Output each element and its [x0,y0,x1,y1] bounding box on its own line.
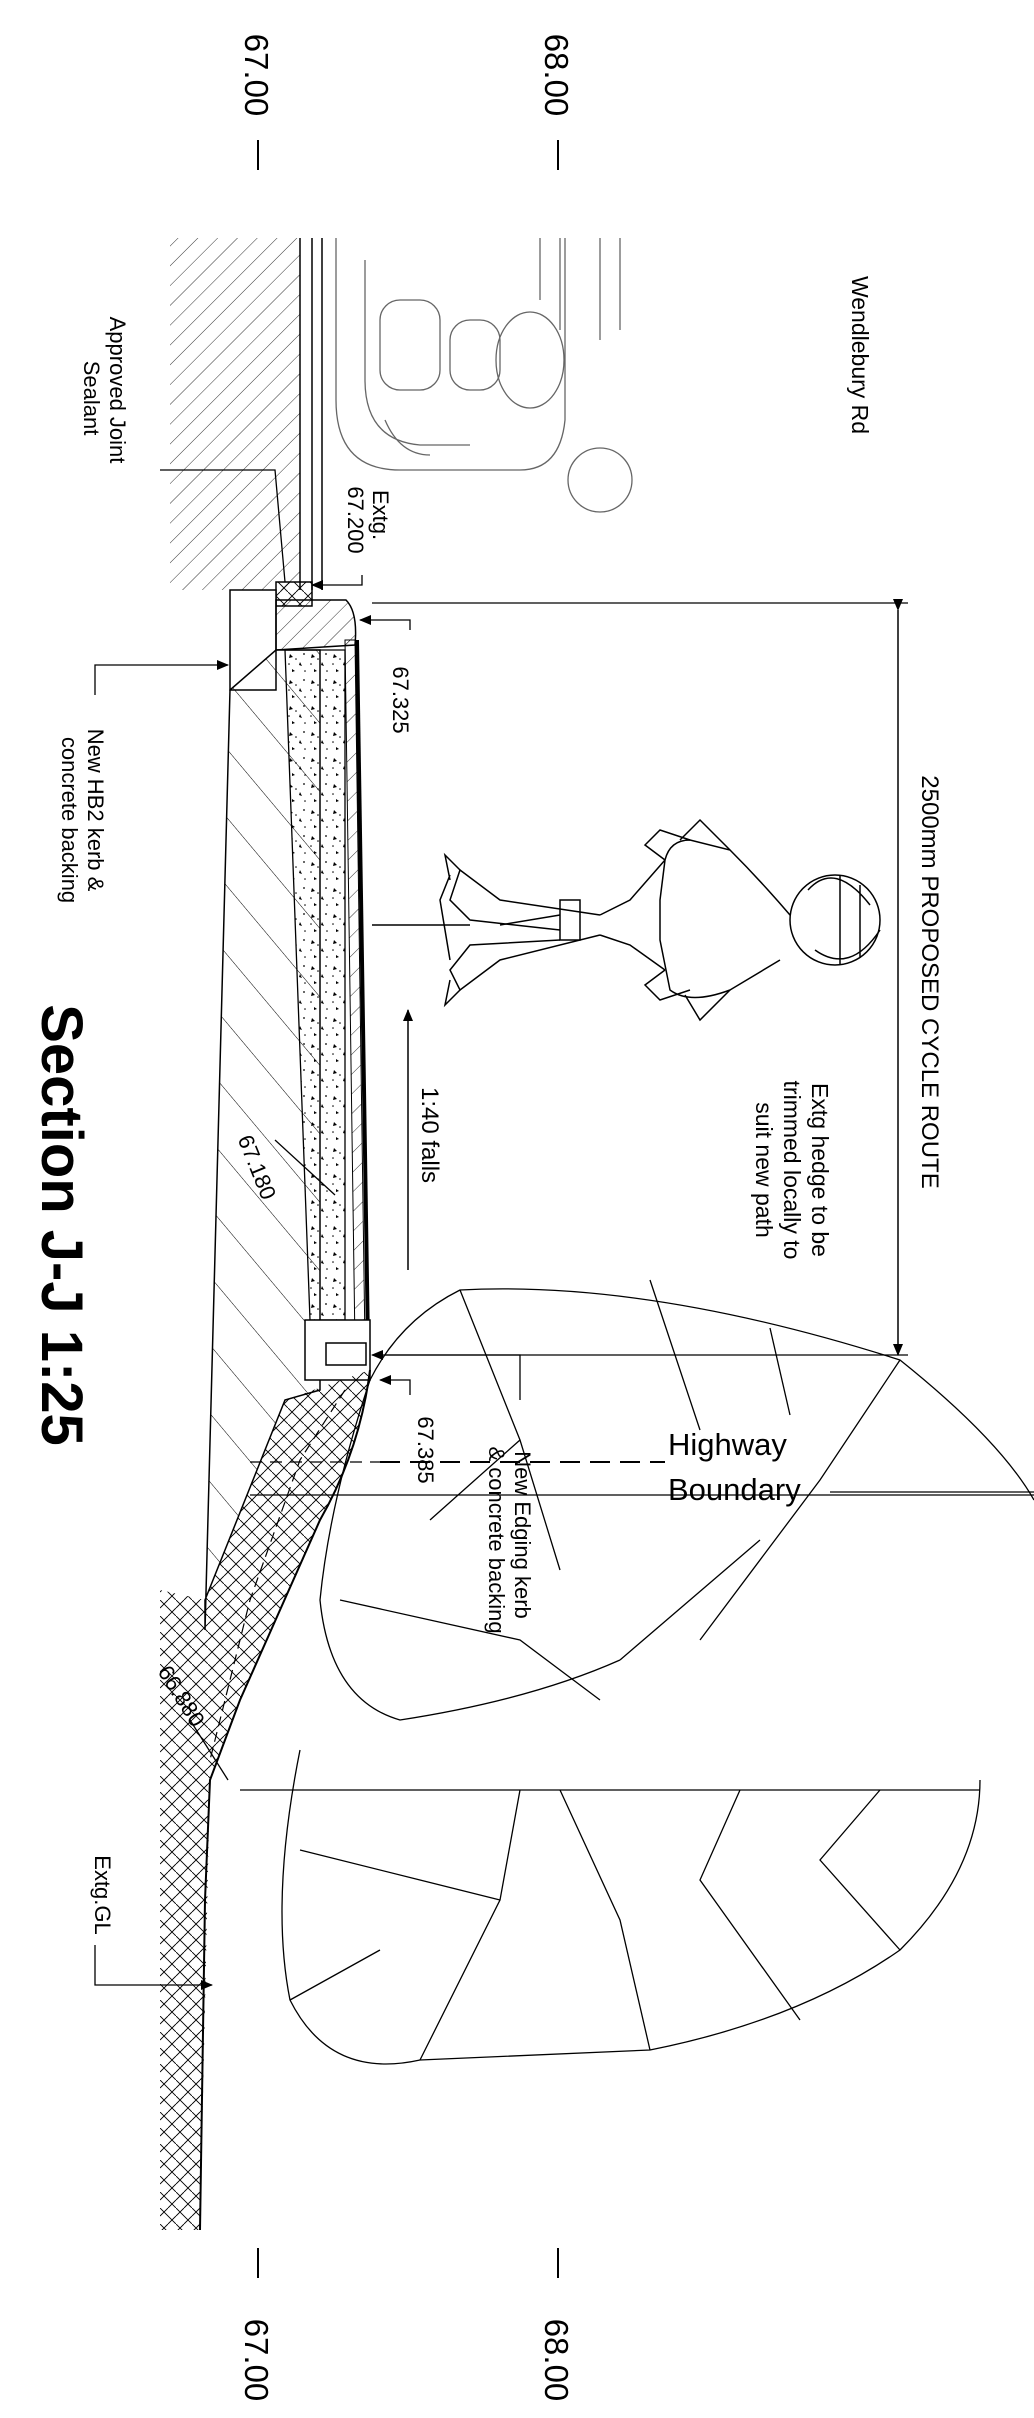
existing-ground-leader [94,1945,213,1990]
highway-boundary-label-2: Boundary [668,1472,801,1507]
spot-level-kerb-top: 67.325 [388,666,413,733]
level-label-67-bottom: 67.00 [238,2319,275,2402]
edging-kerb [325,1342,367,1366]
spot-level-existing-leader [311,575,363,590]
hb2-kerb-leader [94,660,229,695]
car-outline [335,238,633,513]
hb2-kerb [275,599,357,651]
route-dimension-label: 2500mm PROPOSED CYCLE ROUTE [916,775,943,1188]
existing-ground-note: Extg.GL [90,1855,115,1934]
joint-sealant-note-1: Approved Joint [105,317,130,464]
road-subbase-hatch [170,238,300,590]
edging-kerb-note-2: & concrete backing [484,1446,509,1633]
spot-level-path-mid-leader [274,1139,336,1196]
hedge-note-leader [769,1327,791,1416]
highway-boundary-label-1: Highway [668,1427,787,1462]
spot-level-path-edge-leader [379,1375,411,1395]
verge-ground [160,1370,370,2230]
cyclist-figure [372,818,881,1022]
spot-level-path-edge: 67.385 [413,1416,438,1483]
hb2-kerb-note-2: concrete backing [57,737,82,903]
edging-kerb-leader [371,1350,521,1400]
joint-sealant-note-2: Sealant [79,361,104,436]
hedge-note-line-1: Extg hedge to be [807,1083,833,1257]
spot-level-existing-2: 67.200 [343,486,368,553]
level-label-67-top: 67.00 [238,34,275,117]
joint-sealant-leader [160,469,286,583]
hedge-outline [240,1279,1034,2065]
spot-level-toe-leader [189,1719,229,1781]
spot-level-existing-1: Extg. [368,490,393,540]
section-title: Section J-J 1:25 [29,1004,94,1446]
falls-label: 1:40 falls [416,1087,443,1183]
path-surface-course [355,639,370,1346]
hedge-note-line-3: suit new path [751,1102,777,1238]
spot-level-kerb-leader [359,615,411,630]
hb2-kerb-note-1: New HB2 kerb & [83,729,108,892]
level-label-68-top: 68.00 [538,34,575,117]
edging-kerb-note-1: New Edging kerb [510,1451,535,1619]
hedge-note-line-2: trimmed locally to [779,1081,805,1260]
ground-profile-dashed [209,1389,346,1761]
level-label-68-bottom: 68.00 [538,2319,575,2402]
road-label: Wendlebury Rd [847,276,873,434]
